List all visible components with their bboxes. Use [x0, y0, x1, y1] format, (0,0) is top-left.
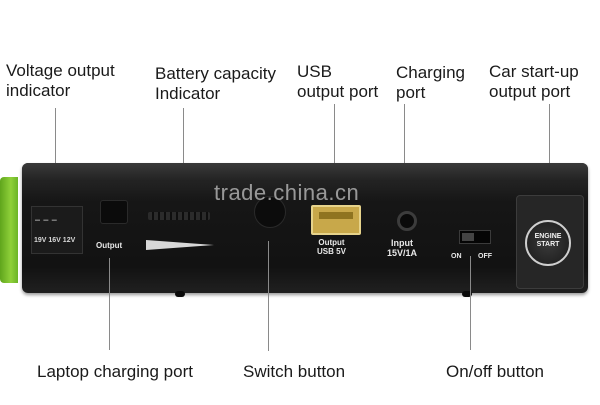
switch-on-label: ON	[451, 253, 462, 260]
green-end-cap	[0, 177, 18, 283]
voltage-output-indicator: ▬ ▬ ▬ 19V 16V 12V	[31, 206, 83, 254]
engine-start-text: ENGINE START	[534, 233, 562, 248]
callout-on-off-button: On/off button	[446, 362, 544, 381]
switch-button[interactable]	[254, 196, 286, 228]
jump-starter-device	[22, 163, 588, 293]
charging-port[interactable]	[397, 211, 417, 231]
device-foot-left	[175, 291, 185, 297]
output-label: Output	[96, 241, 123, 250]
leader-engine	[549, 104, 550, 194]
leader-switch	[268, 241, 269, 351]
callout-switch-button: Switch button	[243, 362, 346, 381]
input-label: Input 15V/1A	[387, 238, 418, 258]
callout-car-startup-output-port: Car start-up output port	[489, 62, 579, 101]
callout-battery-capacity-indicator: Battery capacity Indicator	[155, 64, 276, 103]
leader-laptop	[109, 258, 110, 350]
usb-output-port[interactable]	[311, 205, 361, 235]
leader-charging	[404, 104, 405, 210]
switch-off-label: OFF	[478, 253, 492, 260]
usb-port-label: Output USB 5V	[317, 238, 346, 256]
leader-usb	[334, 104, 335, 204]
engine-start-button[interactable]	[525, 220, 571, 266]
laptop-charging-port[interactable]	[100, 200, 128, 224]
callout-voltage-output-indicator: Voltage output indicator	[6, 61, 115, 100]
battery-level-wedge	[146, 240, 214, 250]
callout-laptop-charging-port: Laptop charging port	[37, 362, 193, 381]
leader-onoff	[470, 256, 471, 350]
callout-usb-output-port: USB output port	[297, 62, 379, 101]
leader-voltage	[55, 108, 56, 208]
battery-capacity-indicator	[148, 212, 210, 220]
watermark-text: trade.china.cn	[214, 180, 360, 205]
voltage-options-text: 19V 16V 12V	[34, 237, 76, 244]
callout-charging-port: Charging port	[396, 63, 465, 102]
device-foot-right	[462, 291, 472, 297]
on-off-switch[interactable]	[459, 230, 491, 244]
leader-battery	[183, 108, 184, 212]
